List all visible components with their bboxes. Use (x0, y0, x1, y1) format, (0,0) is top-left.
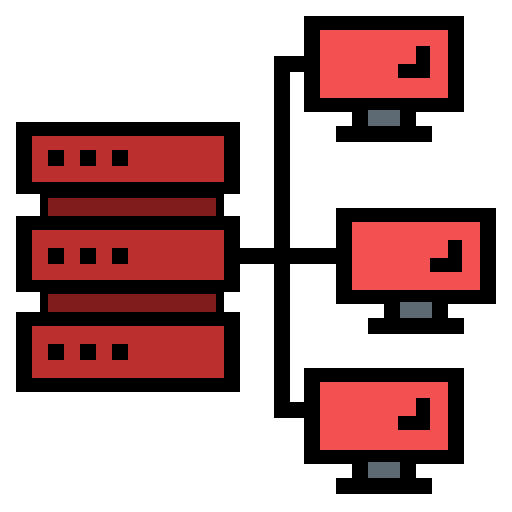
network-connections (236, 56, 344, 418)
led-indicator (80, 150, 96, 166)
led-indicator (112, 344, 128, 360)
led-indicator (80, 248, 96, 264)
led-indicator (48, 344, 64, 360)
monitor-middle (336, 208, 496, 334)
screen-glare (430, 240, 462, 272)
monitor-base (336, 126, 432, 142)
monitor-top (304, 16, 464, 142)
connection-trunk (274, 56, 308, 418)
monitor-neck (368, 110, 400, 126)
screen-glare (398, 46, 430, 78)
monitor-bottom (304, 368, 464, 494)
led-indicator (112, 248, 128, 264)
led-indicator (48, 150, 64, 166)
screen-glare (398, 398, 430, 430)
monitor-neck (400, 302, 432, 318)
monitor-neck (368, 462, 400, 478)
led-indicator (48, 248, 64, 264)
server-unit-bottom (16, 312, 240, 392)
server-gap-top (48, 198, 216, 216)
monitor-base (336, 478, 432, 494)
led-indicator (112, 150, 128, 166)
server-rack (16, 122, 240, 392)
server-unit-top (16, 122, 240, 194)
server-unit-middle (16, 216, 240, 292)
monitor-base (368, 318, 464, 334)
led-indicator (80, 344, 96, 360)
server-gap-bottom (48, 294, 216, 312)
